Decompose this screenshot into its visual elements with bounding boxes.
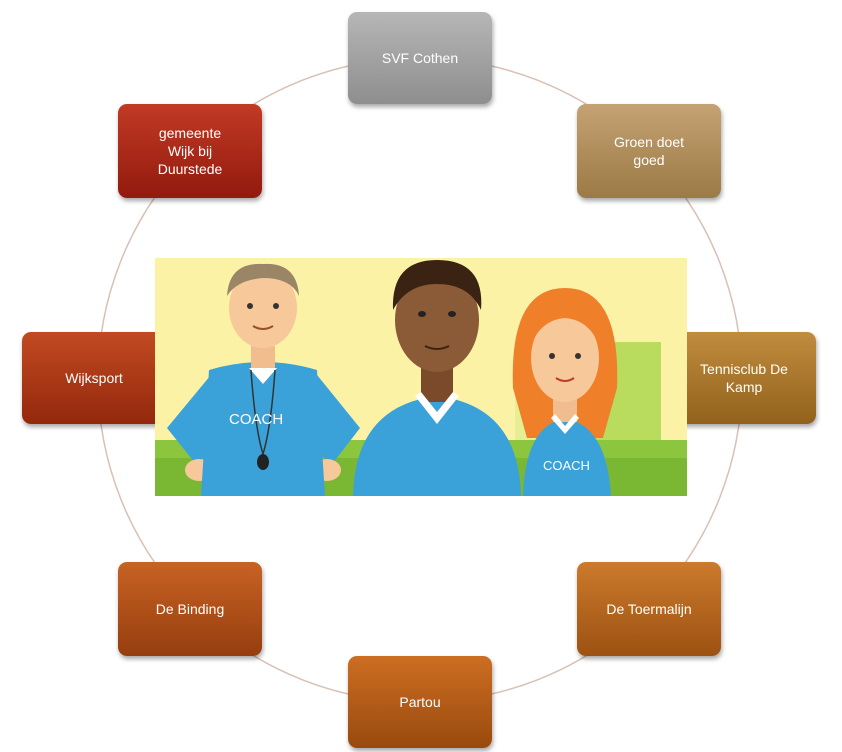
coaches-illustration: COACH COACH bbox=[155, 258, 687, 496]
shirt-text-right: COACH bbox=[543, 458, 590, 473]
node-svf-cothen: SVF Cothen bbox=[348, 12, 492, 104]
node-gemeente-wijk-bij-duurstede: gemeente Wijk bij Duurstede bbox=[118, 104, 262, 198]
node-de-toermalijn: De Toermalijn bbox=[577, 562, 721, 656]
shirt-text-left: COACH bbox=[229, 411, 283, 428]
node-wijksport: Wijksport bbox=[22, 332, 166, 424]
whistle-icon bbox=[257, 454, 269, 470]
node-groen-doet-goed: Groen doet goed bbox=[577, 104, 721, 198]
node-de-binding: De Binding bbox=[118, 562, 262, 656]
coach-man-figure: COACH bbox=[167, 263, 360, 496]
node-partou: Partou bbox=[348, 656, 492, 748]
player-figure bbox=[353, 260, 521, 496]
coach-woman-figure: COACH bbox=[512, 288, 618, 496]
node-tennisclub-de-kamp: Tennisclub De Kamp bbox=[672, 332, 816, 424]
